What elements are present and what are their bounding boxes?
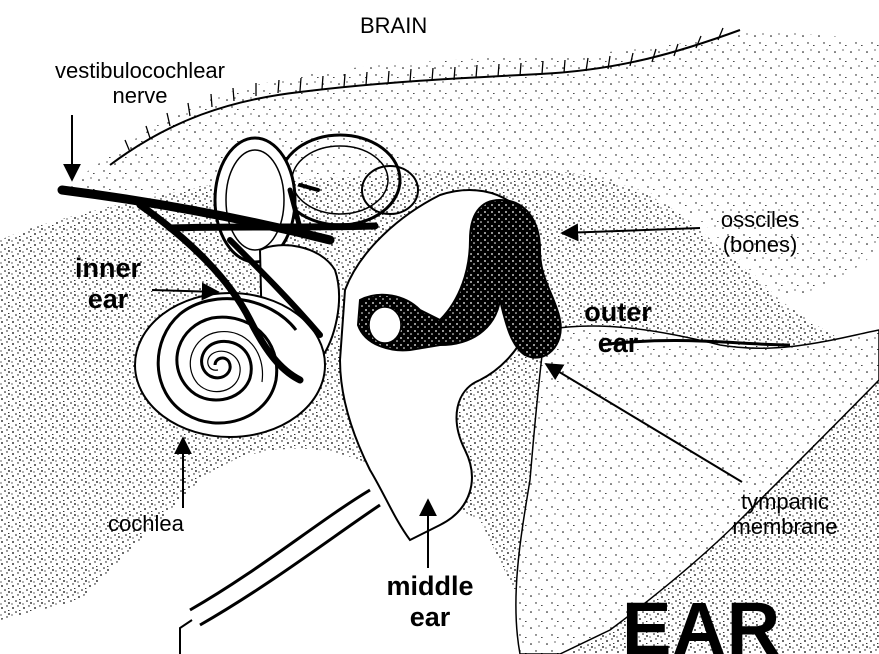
nerve-label-line-1: vestibulocochlear xyxy=(25,58,255,83)
eustachian-tick xyxy=(180,620,192,654)
middle-ear-label-line-1: middle xyxy=(370,571,490,602)
inner-ear-label-line-2: ear xyxy=(58,284,158,315)
outer-ear-label-line-2: ear xyxy=(568,328,668,359)
ossicles-label-line-2: (bones) xyxy=(700,232,820,257)
middle-ear-label-line-2: ear xyxy=(370,602,490,633)
tympanic-label-line-2: membrane xyxy=(710,514,860,539)
brain-label: BRAIN xyxy=(360,13,427,38)
middle-ear-label: middle ear xyxy=(370,571,490,633)
cochlea-label: cochlea xyxy=(108,511,184,536)
inner-ear-label: inner ear xyxy=(58,253,158,315)
eustachian-tube xyxy=(190,490,380,625)
ossicle-inner-highlight xyxy=(369,307,401,343)
outer-ear-label-line-1: outer xyxy=(568,297,668,328)
inner-ear-label-line-1: inner xyxy=(58,253,158,284)
nerve-label-line-2: nerve xyxy=(25,83,255,108)
tympanic-label: tympanic membrane xyxy=(710,489,860,540)
nerve-label: vestibulocochlear nerve xyxy=(25,58,255,109)
ossicles-label: ossciles (bones) xyxy=(700,207,820,258)
tympanic-label-line-1: tympanic xyxy=(710,489,860,514)
outer-ear-label: outer ear xyxy=(568,297,668,359)
ossicles-label-line-1: ossciles xyxy=(700,207,820,232)
diagram-title: EAR xyxy=(622,586,781,654)
